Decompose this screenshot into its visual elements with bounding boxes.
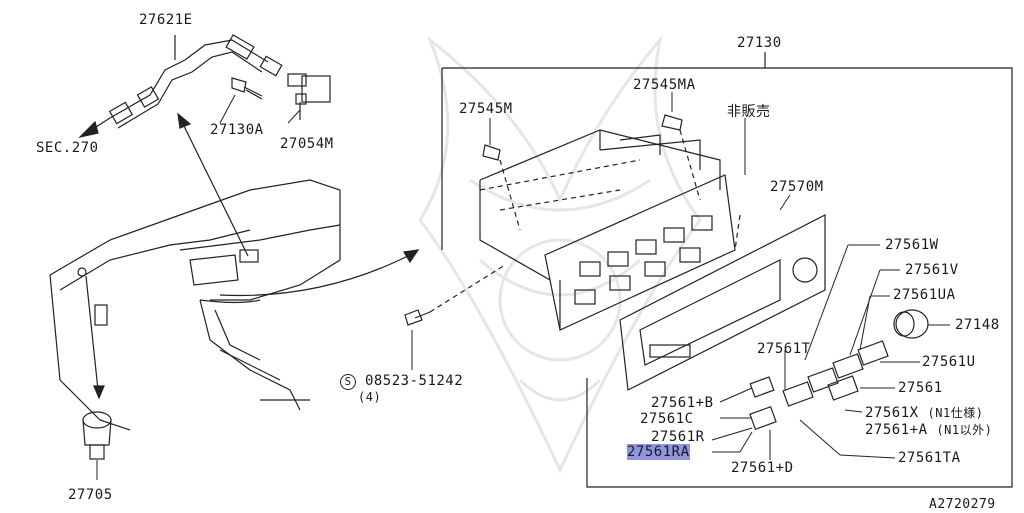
label-27705: 27705 (68, 487, 113, 503)
label-27561: 27561 (898, 380, 943, 396)
label-27561u: 27561U (922, 354, 976, 370)
label-27561a-part: 27561+A (865, 422, 928, 438)
label-27561x-part: 27561X (865, 405, 919, 421)
clip-27705 (82, 411, 112, 460)
sensor-27054m (287, 73, 331, 120)
dashboard-sketch (49, 179, 341, 431)
label-screw-qty: (4) (358, 390, 382, 404)
label-27561ua: 27561UA (893, 287, 956, 303)
sec270-arrow (78, 117, 111, 139)
label-27545ma: 27545MA (633, 77, 696, 93)
label-27561ta: 27561TA (898, 450, 961, 466)
screw-27130a (231, 77, 263, 100)
label-27054m: 27054M (280, 136, 334, 152)
label-27561c: 27561C (640, 411, 694, 427)
leader-lines (96, 92, 950, 480)
button-caps (749, 340, 889, 431)
label-27561b: 27561+B (651, 395, 714, 411)
label-27561w: 27561W (885, 237, 939, 253)
label-27130a: 27130A (210, 122, 264, 138)
label-27570m: 27570M (770, 179, 824, 195)
label-27148: 27148 (955, 317, 1000, 333)
label-27130: 27130 (737, 35, 782, 51)
screws-27545 (404, 114, 683, 326)
screw-part-number: 08523-51242 (364, 373, 464, 389)
hose-27621e (108, 34, 283, 129)
label-27621e: 27621E (139, 12, 193, 28)
doc-code: A2720279 (929, 497, 996, 512)
knob-27148 (893, 309, 929, 339)
label-27561ra: 27561RA (627, 444, 690, 460)
label-27561x-note: (N1仕様) (927, 406, 984, 420)
label-27561r: 27561R (651, 429, 705, 445)
label-sec270: SEC.270 (36, 140, 99, 156)
finisher-27570m (619, 214, 826, 391)
assembly-lines (429, 129, 741, 313)
label-27561ra-highlight: 27561RA (627, 444, 690, 460)
label-screw: S 08523-51242 (340, 373, 463, 390)
label-27561t: 27561T (757, 341, 811, 357)
group-frame (441, 52, 1013, 488)
label-27561a-note: (N1以外) (936, 423, 993, 437)
label-27561d: 27561+D (731, 460, 794, 476)
dashboard-arrows (85, 112, 420, 400)
label-not-for-sale: 非販売 (727, 104, 771, 120)
label-27561x: 27561X (N1仕様) (865, 405, 983, 421)
label-27561a: 27561+A (N1以外) (865, 422, 992, 438)
label-27545m: 27545M (459, 101, 513, 117)
label-27561v: 27561V (905, 262, 959, 278)
screw-symbol: S (340, 374, 356, 390)
control-unit (479, 129, 736, 331)
